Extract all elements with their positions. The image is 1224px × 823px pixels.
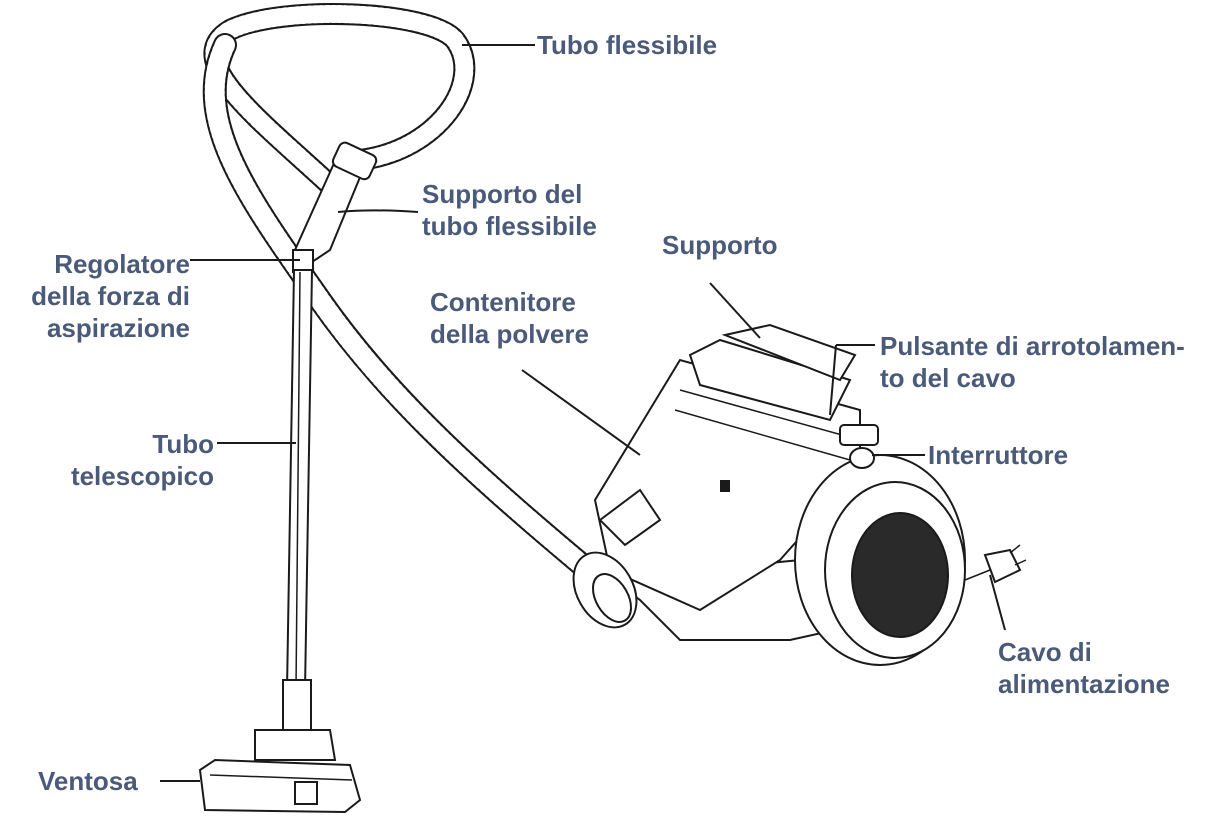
label-tubo-telescopico: Tubo telescopico: [70, 429, 214, 491]
label-pulsante: Pulsante di arrotolamen- to del cavo: [880, 331, 1185, 393]
label-supporto-tubo: Supporto del tubo flessibile: [422, 179, 597, 241]
label-supporto: Supporto: [662, 230, 778, 260]
leader-lines: [160, 44, 1006, 782]
label-interruttore: Interruttore: [928, 440, 1069, 470]
flexible-hose: [202, 2, 612, 592]
label-tubo-flessibile: Tubo flessibile: [537, 30, 718, 60]
label-contenitore: Contenitore della polvere: [430, 287, 589, 349]
label-regolatore: Regolatore della forza di aspirazione: [31, 249, 190, 343]
hose-handle: [292, 141, 378, 273]
label-cavo: Cavo di alimentazione: [998, 637, 1170, 699]
floor-nozzle: [198, 729, 362, 814]
telescopic-tube: [282, 269, 314, 731]
vacuum-body: [572, 323, 966, 666]
power-cord: [964, 544, 1027, 584]
label-ventosa: Ventosa: [38, 766, 138, 796]
